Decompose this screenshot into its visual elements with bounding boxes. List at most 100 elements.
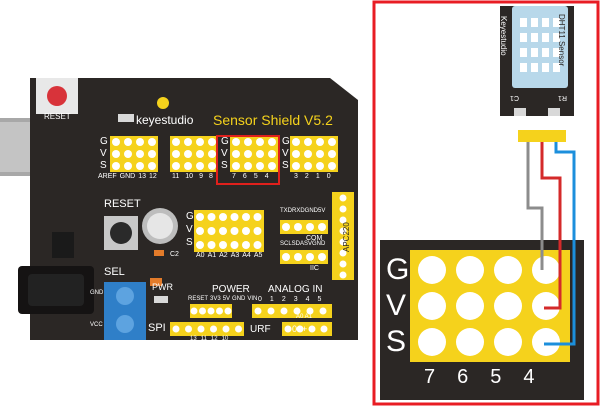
- analog-hole: [230, 241, 239, 249]
- sensor-r1-label: R1: [558, 94, 567, 101]
- header-hole: [268, 138, 276, 146]
- apc-hole: [339, 238, 347, 246]
- gvs-label-left: G V S: [100, 136, 108, 172]
- urf-pins-label: 01+: [292, 324, 308, 334]
- analog-in-hole: [267, 307, 275, 315]
- analog-hole: [196, 213, 204, 221]
- header-hole: [208, 162, 216, 170]
- pwr-led: [154, 296, 168, 303]
- spi-hole: [185, 325, 192, 333]
- zoom-header-holes: [418, 256, 560, 356]
- sensor-c1-component: [514, 108, 526, 116]
- zoom-hole: [532, 328, 560, 356]
- zoom-hole: [532, 256, 560, 284]
- analog-hole: [219, 227, 227, 235]
- sensor-vent: [542, 63, 549, 72]
- header-hole: [304, 162, 312, 170]
- com-hole: [282, 223, 290, 231]
- pin-12: 12: [149, 173, 157, 180]
- header-hole: [292, 138, 300, 146]
- analog-hole: [253, 227, 262, 235]
- zoom-hole: [494, 292, 522, 320]
- gvs-sel-g: G: [221, 136, 229, 147]
- apc-hole: [339, 205, 347, 213]
- pin-4: 4: [264, 173, 269, 180]
- header-hole: [148, 150, 156, 158]
- pin-11: 11: [172, 173, 180, 180]
- led: [118, 114, 134, 122]
- sensor-c1-label: C1: [510, 94, 519, 101]
- zoom-row-g: G: [386, 253, 410, 286]
- sensor-vent: [520, 48, 527, 57]
- header-hole: [112, 162, 120, 170]
- header-hole: [304, 138, 312, 146]
- sensor-vent: [542, 48, 549, 57]
- tx-header-label: TXDRXDGND5V: [280, 208, 326, 214]
- pin-labels-left: AREF GND 13 12: [98, 173, 157, 180]
- analog-hole: [207, 213, 216, 221]
- power-hole: [199, 307, 206, 315]
- zoom-hole: [532, 292, 560, 320]
- capacitor-c2-top: [147, 213, 173, 239]
- brand-logo-icon: [157, 97, 169, 109]
- gvs-s: S: [100, 160, 107, 171]
- analog-hole: [253, 241, 262, 249]
- spi-hole: [210, 325, 217, 333]
- header-hole: [292, 150, 300, 158]
- sensor-pin-s: S: [555, 118, 562, 128]
- power-hole: [207, 307, 215, 315]
- iic-header: [280, 250, 328, 264]
- header-hole: [196, 138, 204, 146]
- pin-labels-right: 3 2 1 0: [294, 173, 331, 180]
- com-hole: [294, 223, 302, 231]
- gvs-label-analog: G V S: [186, 210, 194, 249]
- urf-hole: [296, 325, 304, 333]
- sensor-vents: [520, 18, 560, 72]
- header-hole: [124, 150, 132, 158]
- gvs-v: V: [100, 148, 107, 159]
- apc-hole: [339, 249, 347, 257]
- sel-jumper: [150, 278, 162, 286]
- analog-hole: [242, 213, 250, 221]
- gvs-a-g: G: [186, 211, 194, 222]
- zoom-hole: [418, 328, 446, 356]
- analog-hole: [242, 241, 250, 249]
- analog-header: [194, 210, 264, 252]
- header-hole: [292, 162, 300, 170]
- pin-2: 2: [304, 173, 309, 180]
- urf-header: [282, 322, 332, 336]
- analog-in-hole: [319, 307, 327, 315]
- zoom-hole: [418, 292, 446, 320]
- sensor-vent: [553, 63, 560, 72]
- label-a0: A0: [196, 252, 205, 259]
- wire-g: [526, 142, 544, 270]
- wire-v-end: [544, 240, 562, 310]
- header-hole: [244, 150, 252, 158]
- power-hole: [190, 307, 198, 315]
- header-hole: [256, 138, 264, 146]
- capacitor-led: [154, 250, 164, 256]
- zoom-col-5: 5: [490, 366, 502, 388]
- brand-label: keyestudio: [136, 113, 194, 127]
- spi-header: [170, 322, 244, 336]
- zoom-hole: [456, 292, 484, 320]
- urf-hole: [284, 325, 292, 333]
- reset-button-top[interactable]: [47, 86, 67, 106]
- gvs-a-s: S: [186, 237, 193, 248]
- label-a2: A2: [219, 252, 228, 259]
- label-a3: A3: [230, 252, 240, 259]
- apc-hole: [339, 194, 347, 202]
- pin-5: 5: [253, 173, 258, 180]
- reset-pushbutton[interactable]: [110, 222, 132, 244]
- sensor-vent: [531, 63, 538, 72]
- com-header: [280, 220, 328, 234]
- spi-pin-labels: 13 11 12 10: [190, 336, 228, 342]
- zoom-hole: [418, 256, 446, 284]
- header-hole: [316, 150, 324, 158]
- sensor-vent: [520, 18, 527, 27]
- header-hole: [172, 150, 180, 158]
- zoom-col-labels: 7 6 5 4: [424, 366, 535, 389]
- iic-hole: [294, 253, 302, 261]
- wire-s-end: [544, 240, 576, 346]
- sensor-vent: [553, 18, 560, 27]
